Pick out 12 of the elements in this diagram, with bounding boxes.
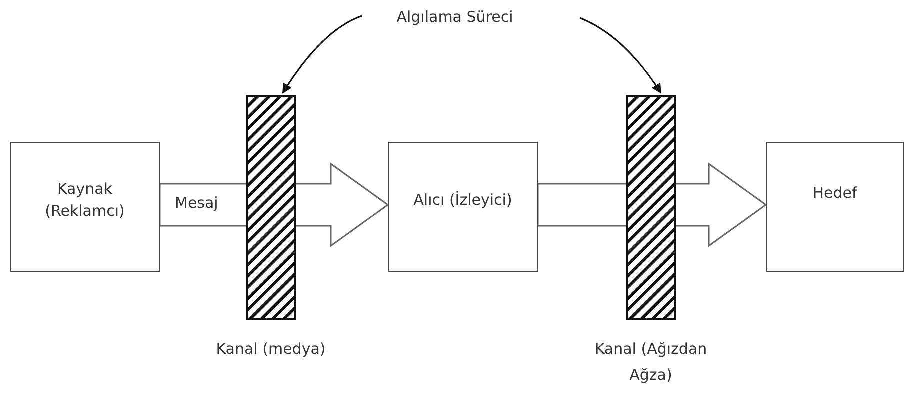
process-title: Algılama Süreci (396, 7, 514, 28)
curved-arrow (580, 17, 662, 94)
channel-caption: Kanal (medya) (215, 339, 327, 360)
process-box (766, 142, 904, 272)
box-label: Kaynak (Reklamcı) (44, 179, 126, 222)
channel-caption: Kanal (Ağızdan Ağza) (594, 339, 708, 386)
edge-label: Mesaj (174, 194, 220, 212)
process-box (10, 142, 160, 272)
box-label: Hedef (812, 183, 858, 204)
process-box (388, 142, 538, 272)
box-label: Alıcı (İzleyici) (412, 190, 514, 212)
curved-arrow (282, 15, 362, 94)
